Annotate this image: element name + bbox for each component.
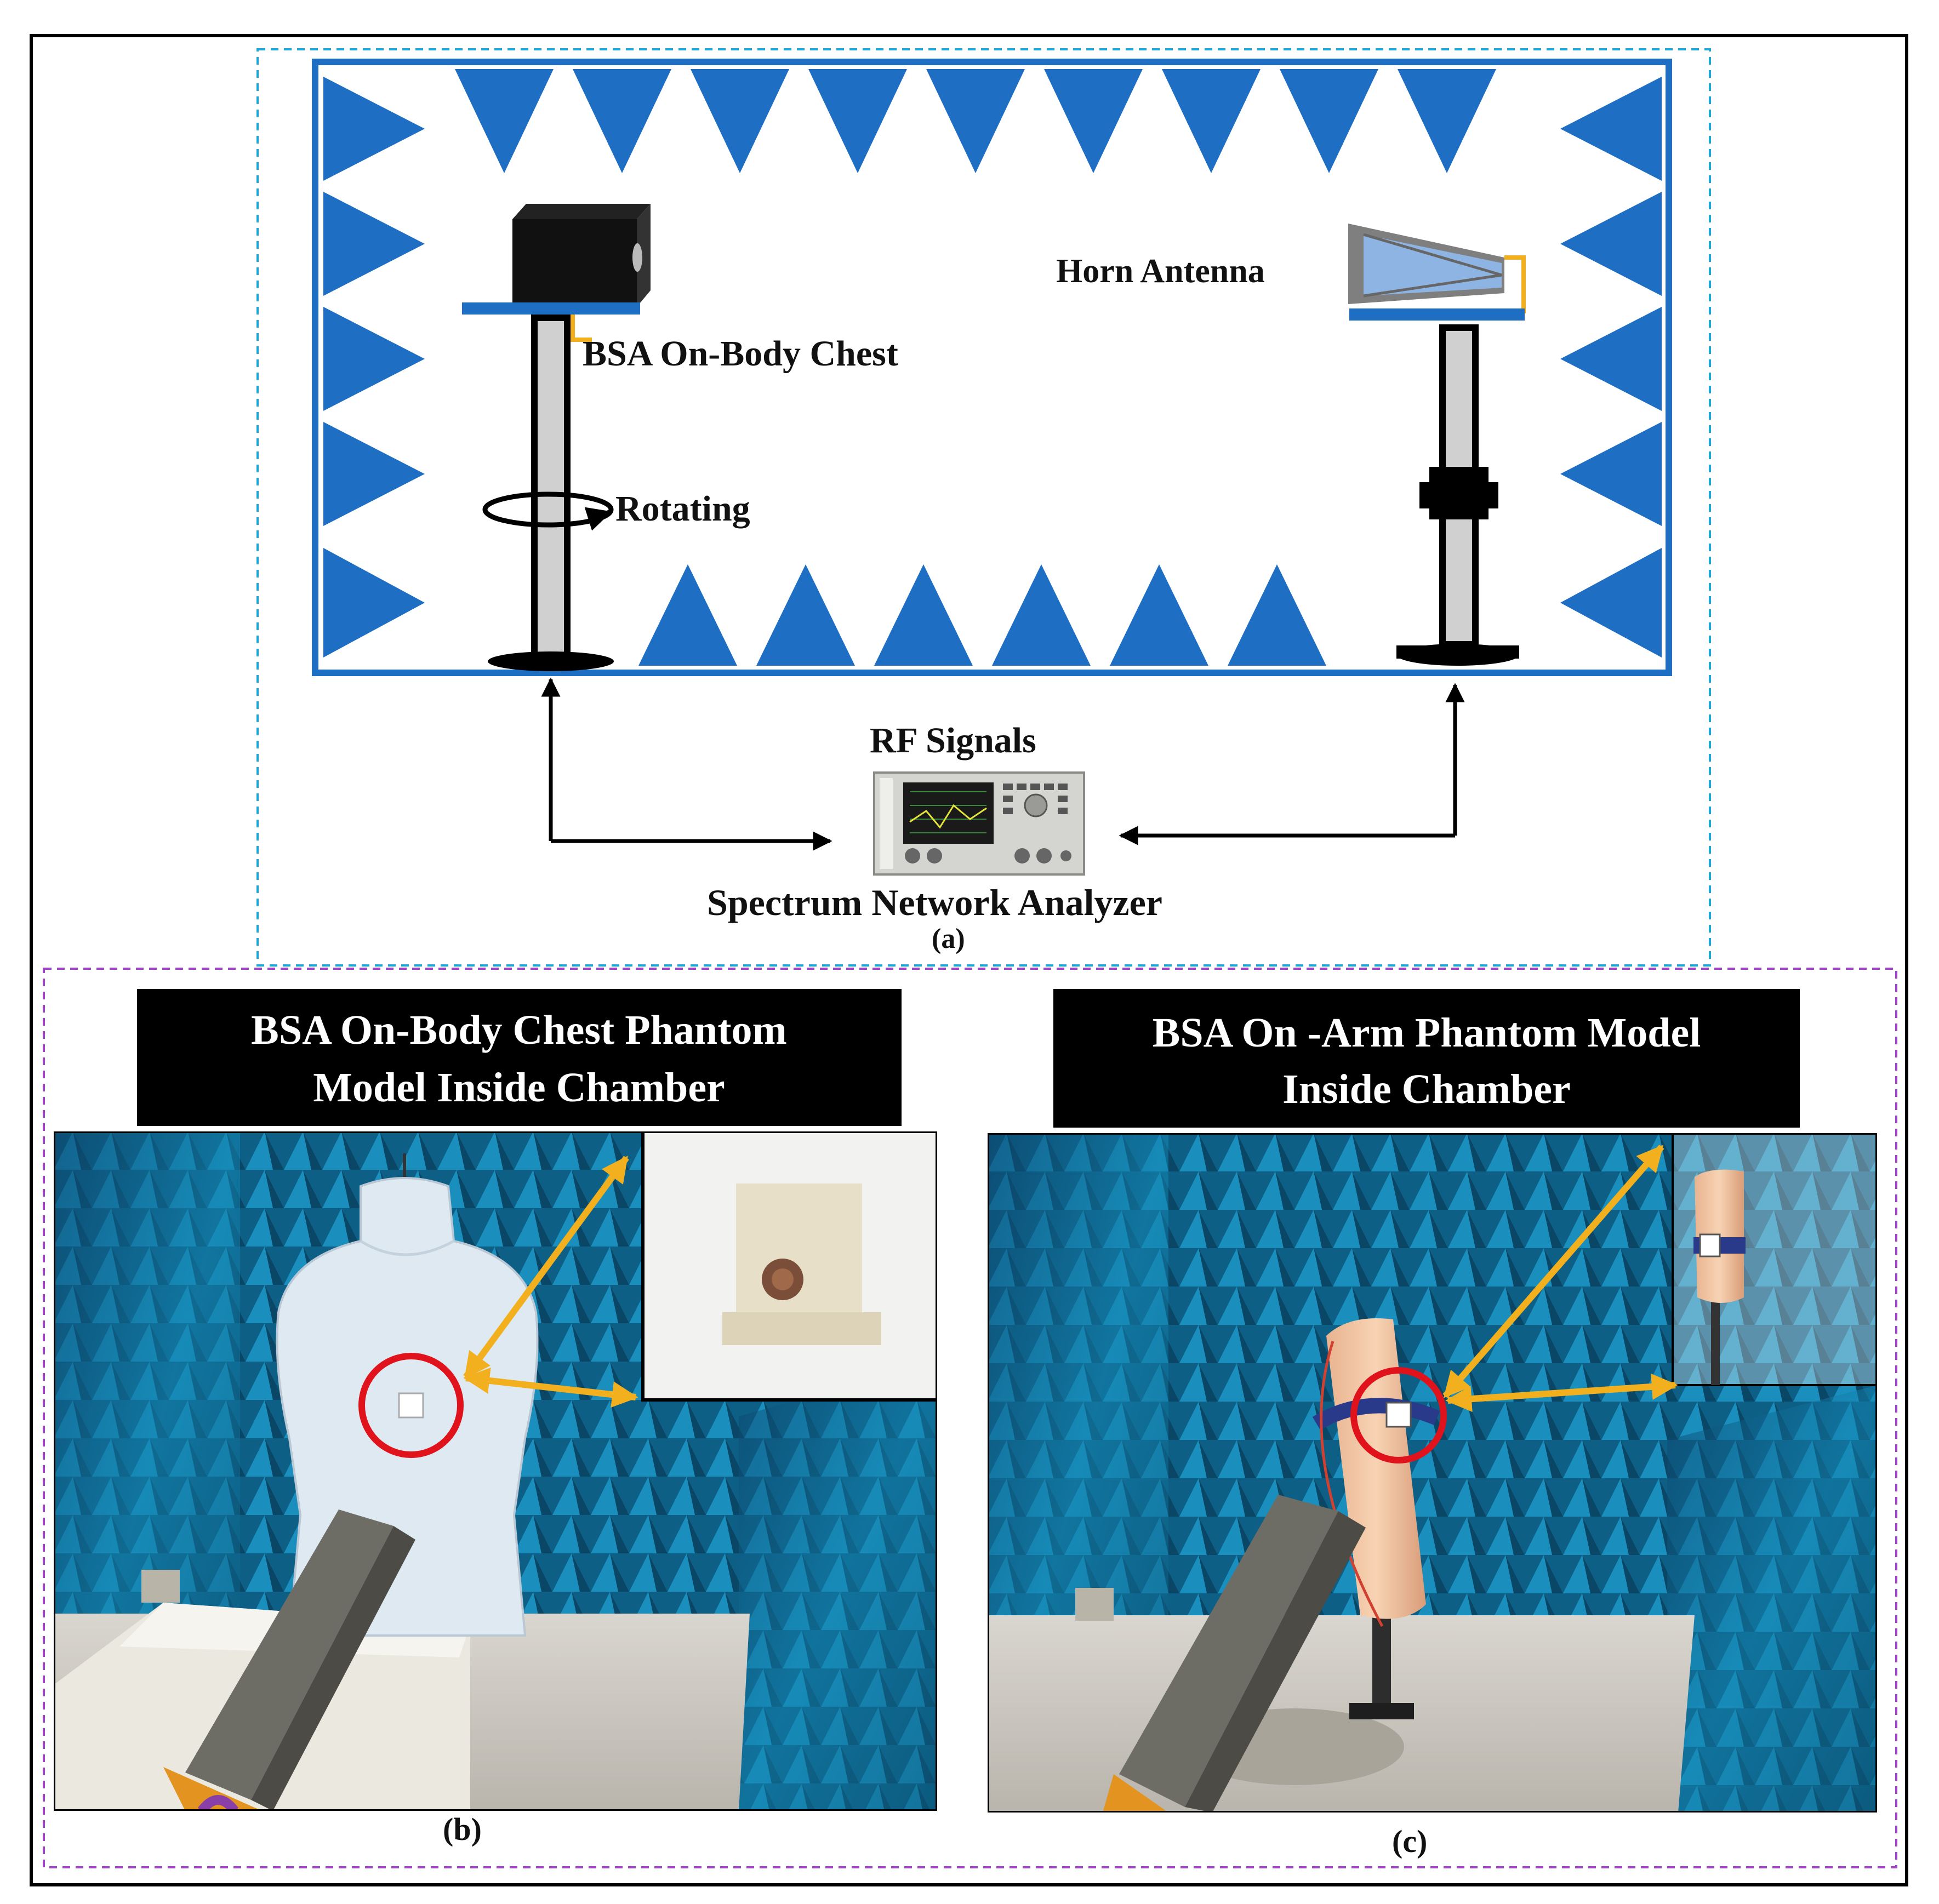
left-absorbers	[323, 77, 425, 657]
bsa-box-top	[512, 204, 651, 219]
outer-frame	[30, 34, 1908, 1886]
top-absorbers	[455, 69, 1496, 173]
bottom-absorbers	[638, 564, 1326, 666]
right-positioner	[1348, 224, 1526, 666]
right-absorbers	[1560, 77, 1662, 657]
label-analyzer: Spectrum Network Analyzer	[707, 882, 1162, 923]
inset-arrow-upper	[1442, 1145, 1664, 1398]
horn-antenna-photo	[141, 1510, 415, 1811]
panel-b-title-line2: Model Inside Chamber	[313, 1065, 725, 1111]
horn-antenna-icon	[1348, 224, 1526, 313]
caption-c: (c)	[1392, 1823, 1427, 1859]
panel-c-title-box	[1053, 989, 1800, 1128]
chest-inset	[641, 1131, 937, 1402]
panel-c-title-line1: BSA On -Arm Phantom Model	[1153, 1010, 1701, 1056]
antenna-highlight-circle	[358, 1353, 464, 1458]
inset-arrow-lower	[463, 1367, 638, 1408]
left-positioner	[462, 204, 651, 671]
left-mast	[531, 315, 571, 664]
left-base	[488, 651, 614, 671]
bsa-box-side	[637, 204, 651, 307]
antenna-highlight-circle	[1350, 1367, 1447, 1463]
label-rf-signals: RF Signals	[870, 721, 1036, 761]
network-analyzer-icon	[873, 771, 1085, 876]
panel-bc-frame	[43, 968, 1897, 1868]
panel-b-title-box	[137, 989, 902, 1126]
label-bsa-chest: BSA On-Body Chest	[583, 334, 898, 374]
rf-connections	[541, 677, 1465, 851]
panel-b-title-line1: BSA On-Body Chest Phantom	[251, 1007, 787, 1053]
horn-antenna-photo	[1075, 1495, 1366, 1812]
panel-a-schematic: Horn Antenna BSA On-Body Chest Rotating …	[256, 48, 1711, 967]
caption-a: (a)	[932, 923, 965, 954]
left-platform	[462, 302, 640, 315]
arm-inset	[1672, 1133, 1877, 1386]
panel-c-title-line2: Inside Chamber	[1282, 1066, 1571, 1112]
label-rotating: Rotating	[615, 489, 750, 529]
arm-phantom	[1312, 1318, 1440, 1719]
label-horn-antenna: Horn Antenna	[1056, 253, 1265, 290]
right-platform	[1349, 308, 1525, 321]
bsa-box-front	[512, 219, 637, 307]
inset-arrow-upper	[463, 1156, 629, 1379]
panel-b-photo: BSA On-Body Chest Phantom Model Inside C…	[54, 989, 937, 1847]
caption-b: (b)	[443, 1811, 482, 1847]
panel-c-photo: BSA On -Arm Phantom Model Inside Chamber	[988, 989, 1877, 1859]
rotation-arrow-icon	[482, 491, 614, 531]
panel-a-frame	[256, 48, 1711, 967]
inset-arrow-lower	[1445, 1373, 1678, 1413]
